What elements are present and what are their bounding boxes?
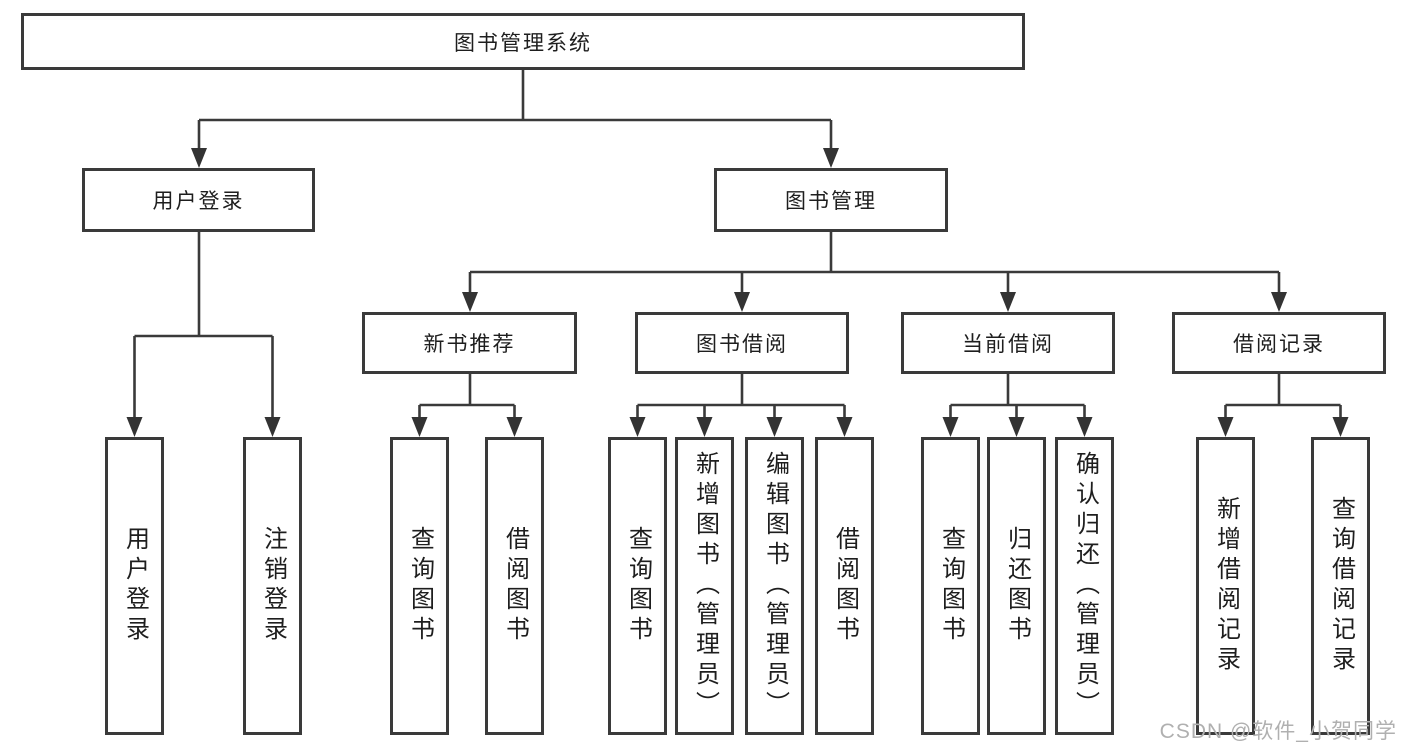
arrow-down-icon [1076,417,1093,437]
leaf-logout: 注销登录 [243,437,302,735]
arrow-down-icon [1000,292,1016,312]
arrow-down-icon [734,292,750,312]
leaf-borrow-books-recommend: 借阅图书 [485,437,544,735]
leaf-add-borrow-record: 新增借阅记录 [1196,437,1255,735]
leaf-edit-books-admin: 编辑图书（管理员） [745,437,804,735]
leaf-borrow-books-borrowing: 借阅图书 [815,437,874,735]
arrow-down-icon [823,148,839,168]
leaf-confirm-return-admin: 确认归还（管理员） [1055,437,1114,735]
arrow-down-icon [411,417,428,437]
leaf-query-books-current: 查询图书 [921,437,980,735]
arrow-down-icon [1271,292,1287,312]
arrowheads [126,148,1349,437]
arrow-down-icon [462,292,478,312]
watermark: CSDN @软件_小贺同学 [1159,720,1397,743]
wire-paths [133,70,1342,423]
arrow-down-icon [191,148,207,168]
arrow-down-icon [1217,417,1234,437]
node-book-borrowing: 图书借阅 [635,312,849,374]
arrow-down-icon [126,417,143,437]
leaf-user-login: 用户登录 [105,437,164,735]
arrow-down-icon [506,417,523,437]
node-book-management: 图书管理 [714,168,948,232]
leaf-return-books: 归还图书 [987,437,1046,735]
leaf-query-books-recommend: 查询图书 [390,437,449,735]
leaf-query-books-borrowing: 查询图书 [608,437,667,735]
node-user-login: 用户登录 [82,168,315,232]
node-borrowing-records: 借阅记录 [1172,312,1386,374]
arrow-down-icon [942,417,959,437]
arrow-down-icon [696,417,713,437]
leaf-query-borrow-record: 查询借阅记录 [1311,437,1370,735]
arrow-down-icon [1332,417,1349,437]
arrow-down-icon [629,417,646,437]
arrow-down-icon [766,417,783,437]
node-new-book-recommend: 新书推荐 [362,312,577,374]
node-current-borrowing: 当前借阅 [901,312,1115,374]
node-library-management-system: 图书管理系统 [21,13,1025,70]
arrow-down-icon [264,417,281,437]
arrow-down-icon [836,417,853,437]
leaf-add-books-admin: 新增图书（管理员） [675,437,734,735]
arrow-down-icon [1008,417,1025,437]
